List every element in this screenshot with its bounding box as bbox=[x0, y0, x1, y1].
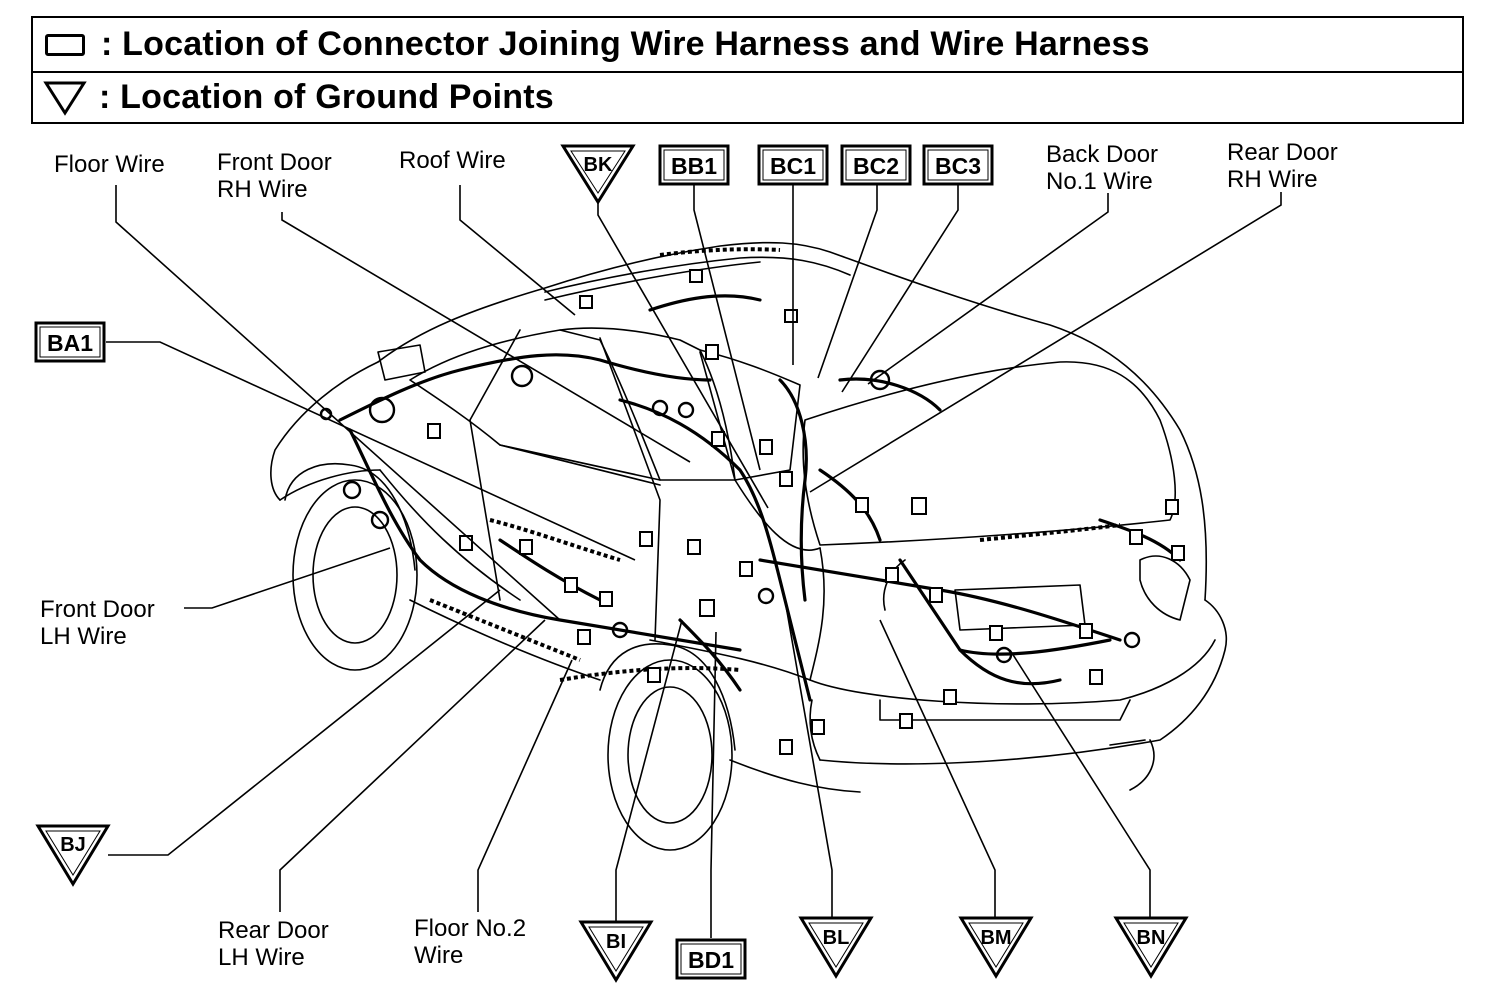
connector-bc2-code: BC2 bbox=[853, 153, 899, 179]
leader-bc3 bbox=[841, 185, 959, 393]
vehicle-body bbox=[270, 241, 1227, 851]
label-roof-wire: Roof Wire bbox=[399, 147, 506, 174]
ground-symbol-icon bbox=[43, 81, 87, 116]
connector-bc3-code: BC3 bbox=[935, 153, 981, 179]
ground-bk-code: BK bbox=[584, 154, 613, 176]
label-front-door-lh-line2: LH Wire bbox=[40, 623, 127, 650]
leader-bc2 bbox=[817, 185, 878, 379]
legend-box: : Location of Connector Joining Wire Har… bbox=[31, 16, 1464, 124]
connector-bc3: BC3 bbox=[922, 144, 994, 186]
connector-bd1-code: BD1 bbox=[688, 947, 734, 973]
ground-bl-code: BL bbox=[823, 927, 850, 949]
label-floor-no2-line2: Wire bbox=[414, 942, 463, 969]
harness-connectors bbox=[427, 269, 1185, 755]
connector-bc2: BC2 bbox=[840, 144, 912, 186]
legend-row-ground: : Location of Ground Points bbox=[33, 71, 1462, 124]
label-front-door-rh-line2: RH Wire bbox=[217, 176, 308, 203]
wire-harness bbox=[338, 294, 1182, 702]
label-floor-wire: Floor Wire bbox=[54, 151, 165, 178]
label-back-door-line2: No.1 Wire bbox=[1046, 168, 1153, 195]
connector-ba1-code: BA1 bbox=[47, 330, 93, 356]
ground-bm-code: BM bbox=[980, 927, 1011, 949]
label-rear-door-lh-line1: Rear Door bbox=[218, 917, 329, 944]
label-back-door-line1: Back Door bbox=[1046, 141, 1158, 168]
connector-bc1: BC1 bbox=[757, 144, 829, 186]
leader-rear-door-rh bbox=[809, 192, 1282, 493]
ground-bn-code: BN bbox=[1137, 927, 1166, 949]
leader-floor-no2 bbox=[477, 659, 573, 912]
ground-bk: BK bbox=[560, 144, 636, 205]
legend-row-connector: : Location of Connector Joining Wire Har… bbox=[33, 18, 1462, 73]
leader-front-door-lh bbox=[184, 547, 391, 609]
ground-bl: BL bbox=[798, 916, 874, 979]
connector-bd1: BD1 bbox=[675, 938, 747, 980]
leader-floor-wire bbox=[115, 185, 561, 621]
legend-ground-text: : Location of Ground Points bbox=[99, 78, 554, 116]
ground-bn: BN bbox=[1113, 916, 1189, 979]
ground-bj-code: BJ bbox=[60, 834, 86, 856]
leader-lines bbox=[106, 185, 1282, 938]
leader-bk bbox=[597, 200, 769, 509]
leader-rear-door-lh bbox=[279, 619, 546, 912]
harness-grommets bbox=[319, 364, 1141, 664]
ground-bi: BI bbox=[578, 920, 654, 983]
connector-bb1: BB1 bbox=[658, 144, 730, 186]
leader-roof-wire bbox=[459, 185, 576, 316]
connector-bb1-code: BB1 bbox=[671, 153, 717, 179]
leader-bj bbox=[108, 589, 501, 856]
connector-bc1-code: BC1 bbox=[770, 153, 816, 179]
label-rear-door-rh-line2: RH Wire bbox=[1227, 166, 1318, 193]
leader-bi bbox=[615, 619, 683, 922]
ground-bj: BJ bbox=[35, 824, 111, 887]
leader-ba1 bbox=[106, 341, 636, 561]
connector-ba1: BA1 bbox=[34, 321, 106, 363]
label-floor-no2-line1: Floor No.2 bbox=[414, 915, 526, 942]
ground-bi-code: BI bbox=[606, 931, 626, 953]
label-front-door-lh-line1: Front Door bbox=[40, 596, 155, 623]
ground-bm: BM bbox=[958, 916, 1034, 979]
leader-bn bbox=[1009, 649, 1151, 918]
wire-harness-dashed bbox=[429, 247, 1121, 682]
label-rear-door-lh-line2: LH Wire bbox=[218, 944, 305, 971]
connector-symbol-icon bbox=[45, 33, 85, 56]
leader-bm bbox=[879, 619, 996, 918]
leader-back-door bbox=[867, 193, 1109, 385]
label-front-door-rh-line1: Front Door bbox=[217, 149, 332, 176]
leader-bb1 bbox=[693, 185, 761, 471]
leader-front-door-rh bbox=[281, 212, 691, 463]
leader-bl bbox=[784, 599, 833, 918]
leader-bd1 bbox=[710, 631, 717, 938]
label-rear-door-rh-line1: Rear Door bbox=[1227, 139, 1338, 166]
legend-connector-text: : Location of Connector Joining Wire Har… bbox=[101, 25, 1150, 63]
